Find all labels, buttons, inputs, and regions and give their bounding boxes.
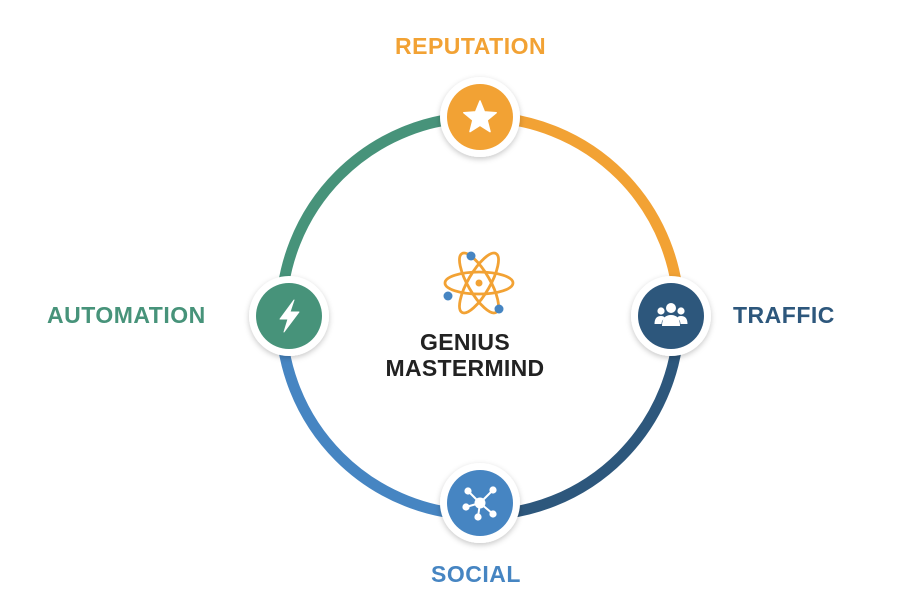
label-traffic: TRAFFIC <box>733 302 835 328</box>
node-automation <box>249 276 329 356</box>
node-reputation <box>440 77 520 157</box>
center-title-line1: GENIUS <box>420 329 510 355</box>
ring-arc-social-automation <box>275 315 481 521</box>
node-traffic <box>631 276 711 356</box>
label-social: SOCIAL <box>431 561 521 587</box>
ring-arc-automation-reputation <box>275 111 481 317</box>
node-social <box>440 463 520 543</box>
star-icon <box>463 100 497 133</box>
network-icon <box>462 486 497 521</box>
atom-icon <box>443 251 515 315</box>
ring-arc-reputation-traffic <box>479 111 685 317</box>
label-reputation: REPUTATION <box>395 33 547 59</box>
center-title-line2: MASTERMIND <box>385 355 545 381</box>
users-icon <box>654 303 688 326</box>
ring-arc-traffic-social <box>479 315 685 521</box>
lightning-icon <box>279 299 300 333</box>
label-automation: AUTOMATION <box>47 302 206 328</box>
